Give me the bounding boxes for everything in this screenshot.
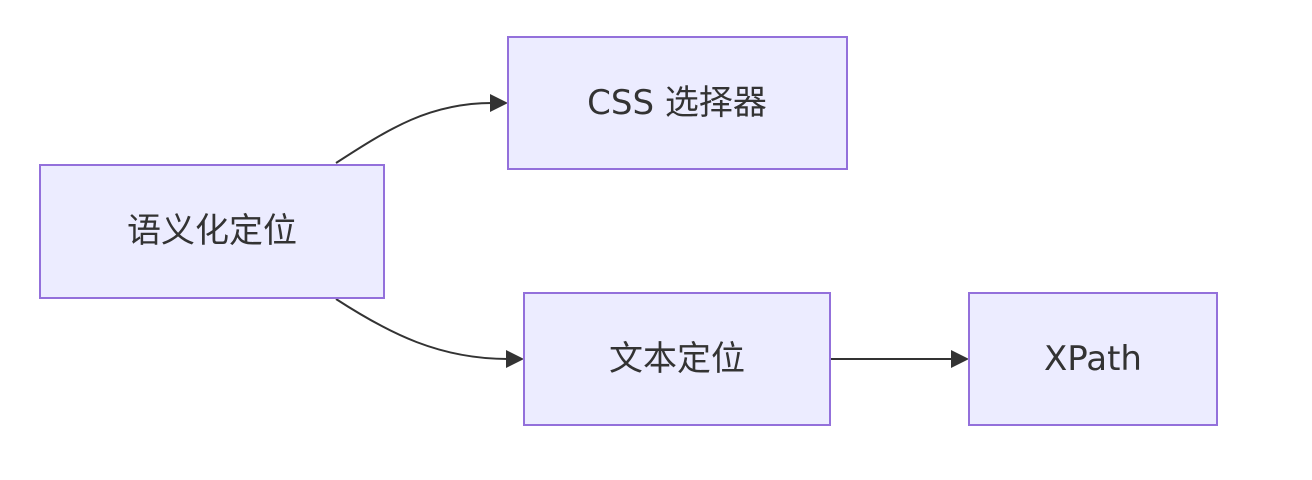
- node-semantic-box: [39, 164, 385, 299]
- node-text-locator[interactable]: 文本定位: [523, 292, 831, 426]
- node-text-label: 文本定位: [609, 339, 745, 379]
- arrow-head-css: [490, 94, 508, 112]
- node-css-label: CSS 选择器: [587, 83, 767, 123]
- arrow-head-text: [506, 350, 524, 368]
- edges-layer: [335, 94, 969, 368]
- node-xpath-label: XPath: [1044, 339, 1142, 379]
- arrow-head-xpath: [951, 350, 969, 368]
- node-xpath[interactable]: XPath: [968, 292, 1218, 426]
- node-text-box: [523, 292, 831, 426]
- edge-semantic-to-text: [335, 298, 509, 360]
- node-semantic-locator[interactable]: 语义化定位: [39, 164, 385, 299]
- edge-semantic-to-css: [335, 102, 493, 164]
- node-css-selector[interactable]: CSS 选择器: [507, 36, 848, 170]
- node-semantic-label: 语义化定位: [127, 211, 297, 251]
- node-css-box: [507, 36, 848, 170]
- node-xpath-box: [968, 292, 1218, 426]
- nodes-layer: 语义化定位 CSS 选择器 文本定位 XPath: [39, 36, 1218, 426]
